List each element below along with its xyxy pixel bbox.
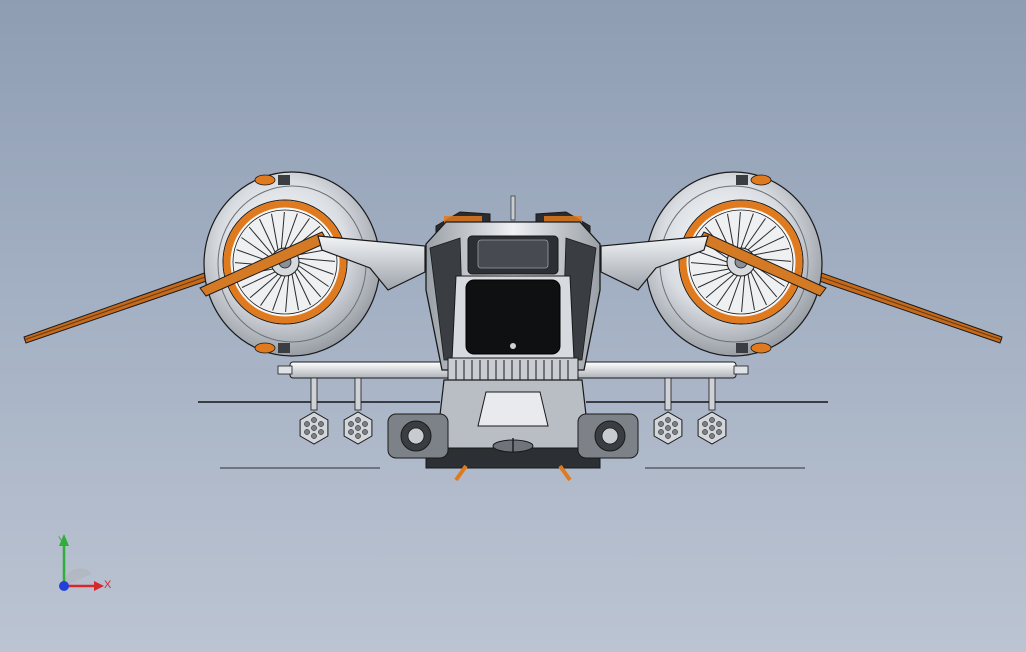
missile-tube <box>672 429 678 435</box>
missile-tube <box>716 421 722 427</box>
missile-tube <box>658 421 664 427</box>
fan-blade <box>248 226 274 256</box>
x-axis-label: X <box>104 579 112 591</box>
y-axis-label: Y <box>58 535 66 547</box>
missile-pylon <box>310 377 318 411</box>
fan-blade <box>750 236 785 253</box>
missile-tube <box>658 429 664 435</box>
missile-tube <box>311 433 317 439</box>
coordinate-triad: Y X <box>58 534 112 591</box>
fan-blade <box>241 237 272 259</box>
missile-tube <box>311 417 317 423</box>
missile-tube <box>348 429 354 435</box>
fuselage <box>425 195 601 383</box>
left-support-arm <box>317 235 426 291</box>
missile-tube <box>304 429 310 435</box>
fan-blade <box>296 268 322 298</box>
missile-pylon <box>664 377 672 411</box>
fan-blade <box>284 213 298 249</box>
fan-blade <box>260 275 282 306</box>
right-support-arm <box>600 235 709 291</box>
fan-blade <box>692 268 729 277</box>
fan-blade <box>294 271 311 306</box>
fan-blade <box>747 274 756 311</box>
left-engine-pod <box>203 171 381 357</box>
missile-tube <box>311 425 317 431</box>
missile-tube <box>702 421 708 427</box>
missile-tube <box>716 429 722 435</box>
missile-pylon <box>708 377 716 411</box>
fan-blade <box>249 273 279 299</box>
fan-blade <box>298 265 329 287</box>
fan-blade <box>280 211 285 249</box>
missile-tube <box>318 421 324 427</box>
fan-blade <box>752 268 778 298</box>
fan-blade <box>690 262 728 267</box>
missile-tube <box>355 417 361 423</box>
fan-blade <box>272 275 286 311</box>
fan-blade <box>298 261 334 275</box>
missile-pylon <box>354 377 362 411</box>
missile-tube <box>348 421 354 427</box>
missile-tube <box>355 433 361 439</box>
fan-blade <box>705 273 735 299</box>
fan-blade <box>241 271 276 288</box>
fan-blade <box>270 213 279 250</box>
fan-blade <box>736 211 741 249</box>
missile-tube <box>665 433 671 439</box>
missile-tube <box>318 429 324 435</box>
fan-blade <box>741 275 746 313</box>
fan-blade <box>291 274 300 311</box>
missile-tube <box>709 433 715 439</box>
x-axis-arrow <box>94 581 104 591</box>
fan-blade <box>285 275 290 313</box>
lower-fuselage <box>387 379 639 482</box>
missile-tube <box>709 425 715 431</box>
y-axis-arrow <box>59 534 69 546</box>
z-axis-origin <box>59 581 69 591</box>
fan-blade <box>740 213 754 249</box>
missile-tube <box>355 425 361 431</box>
missile-tube <box>702 429 708 435</box>
missile-tube <box>362 429 368 435</box>
fan-blade <box>753 247 790 256</box>
cargo-bay-opening <box>465 279 561 355</box>
fan-blade <box>747 225 777 251</box>
missile-tube <box>665 425 671 431</box>
missile-tube <box>709 417 715 423</box>
fan-blade <box>726 213 735 250</box>
fan-blade <box>697 271 732 288</box>
missile-tube <box>672 421 678 427</box>
fan-blade <box>728 275 742 311</box>
fan-blade <box>288 218 310 249</box>
fan-blade <box>744 218 766 249</box>
missile-tube <box>362 421 368 427</box>
fan-blade <box>259 218 276 253</box>
missile-tube <box>665 417 671 423</box>
fan-blade <box>750 271 767 306</box>
fan-blade <box>298 257 336 262</box>
right-engine-pod <box>645 171 823 357</box>
missile-tube <box>304 421 310 427</box>
fan-blade <box>716 275 738 306</box>
